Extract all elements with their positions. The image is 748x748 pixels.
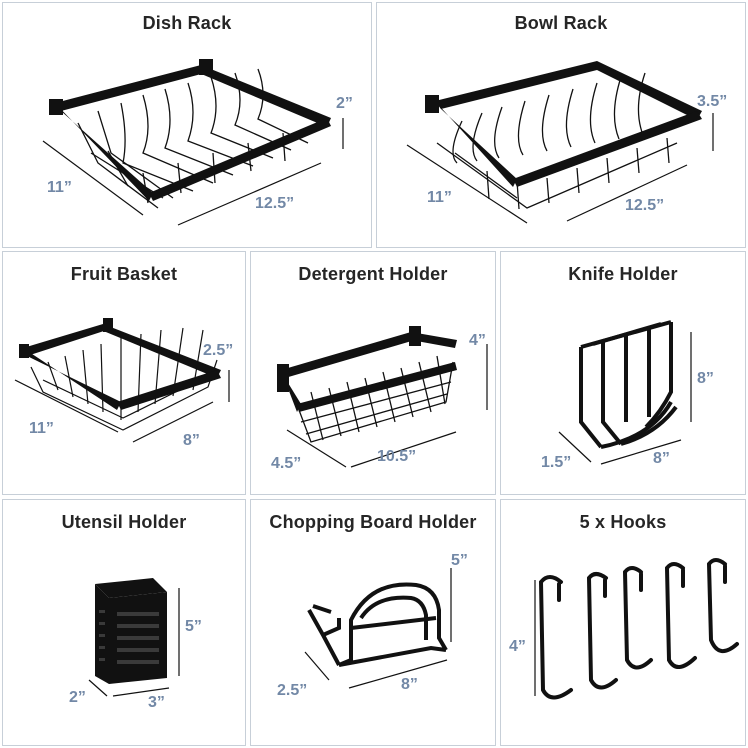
height-label: 4” — [509, 638, 526, 655]
utensil-holder-image — [88, 578, 180, 697]
width-label: 2.5” — [277, 682, 308, 699]
panel-dish-rack: Dish Rack — [2, 2, 372, 248]
panel-title: 5 x Hooks — [579, 512, 667, 532]
dish-rack-image — [42, 59, 344, 226]
length-label: 8” — [401, 676, 418, 693]
width-label: 11” — [427, 189, 452, 206]
chopping-board-holder-image — [304, 568, 452, 689]
length-label: 8” — [653, 450, 670, 467]
height-label: 5” — [451, 552, 468, 569]
panel-chopping-board-holder: Chopping Board Holder 2.5” 8” 5” — [250, 499, 496, 746]
panel-knife-holder: Knife Holder 1.5” 8” 8” — [500, 251, 746, 495]
length-label: 8” — [183, 432, 200, 449]
height-label: 3.5” — [697, 93, 728, 110]
detergent-holder-image — [277, 326, 488, 468]
panel-fruit-basket: Fruit Basket 11” 8” 2.5” — [2, 251, 246, 495]
width-label: 4.5” — [271, 455, 302, 472]
width-label: 1.5” — [541, 454, 572, 471]
height-label: 5” — [185, 618, 202, 635]
panel-utensil-holder: Utensil Holder 2” 3” 5” — [2, 499, 246, 746]
panel-title: Detergent Holder — [298, 264, 448, 284]
length-label: 10.5” — [377, 448, 417, 465]
length-label: 12.5” — [625, 197, 665, 214]
panel-title: Utensil Holder — [61, 512, 187, 532]
panel-title: Bowl Rack — [514, 13, 608, 33]
width-label: 11” — [47, 179, 72, 196]
fruit-basket-image — [14, 318, 230, 443]
height-label: 4” — [469, 332, 486, 349]
panel-hooks: 5 x Hooks 4” — [500, 499, 746, 746]
width-label: 2” — [69, 689, 86, 706]
panel-title: Fruit Basket — [70, 264, 178, 284]
panel-bowl-rack: Bowl Rack — [376, 2, 746, 248]
length-label: 3” — [148, 694, 165, 711]
length-label: 12.5” — [255, 195, 295, 212]
height-label: 8” — [697, 370, 714, 387]
panel-title: Knife Holder — [568, 264, 678, 284]
knife-holder-image — [558, 320, 692, 465]
width-label: 11” — [29, 420, 54, 437]
bowl-rack-image — [406, 61, 714, 224]
height-label: 2” — [336, 95, 353, 112]
panel-title: Chopping Board Holder — [269, 512, 477, 532]
panel-detergent-holder: Detergent Holder 4.5” 10.5” 4” — [250, 251, 496, 495]
height-label: 2.5” — [203, 342, 234, 359]
panel-title: Dish Rack — [142, 13, 232, 33]
hooks-image — [534, 558, 739, 700]
